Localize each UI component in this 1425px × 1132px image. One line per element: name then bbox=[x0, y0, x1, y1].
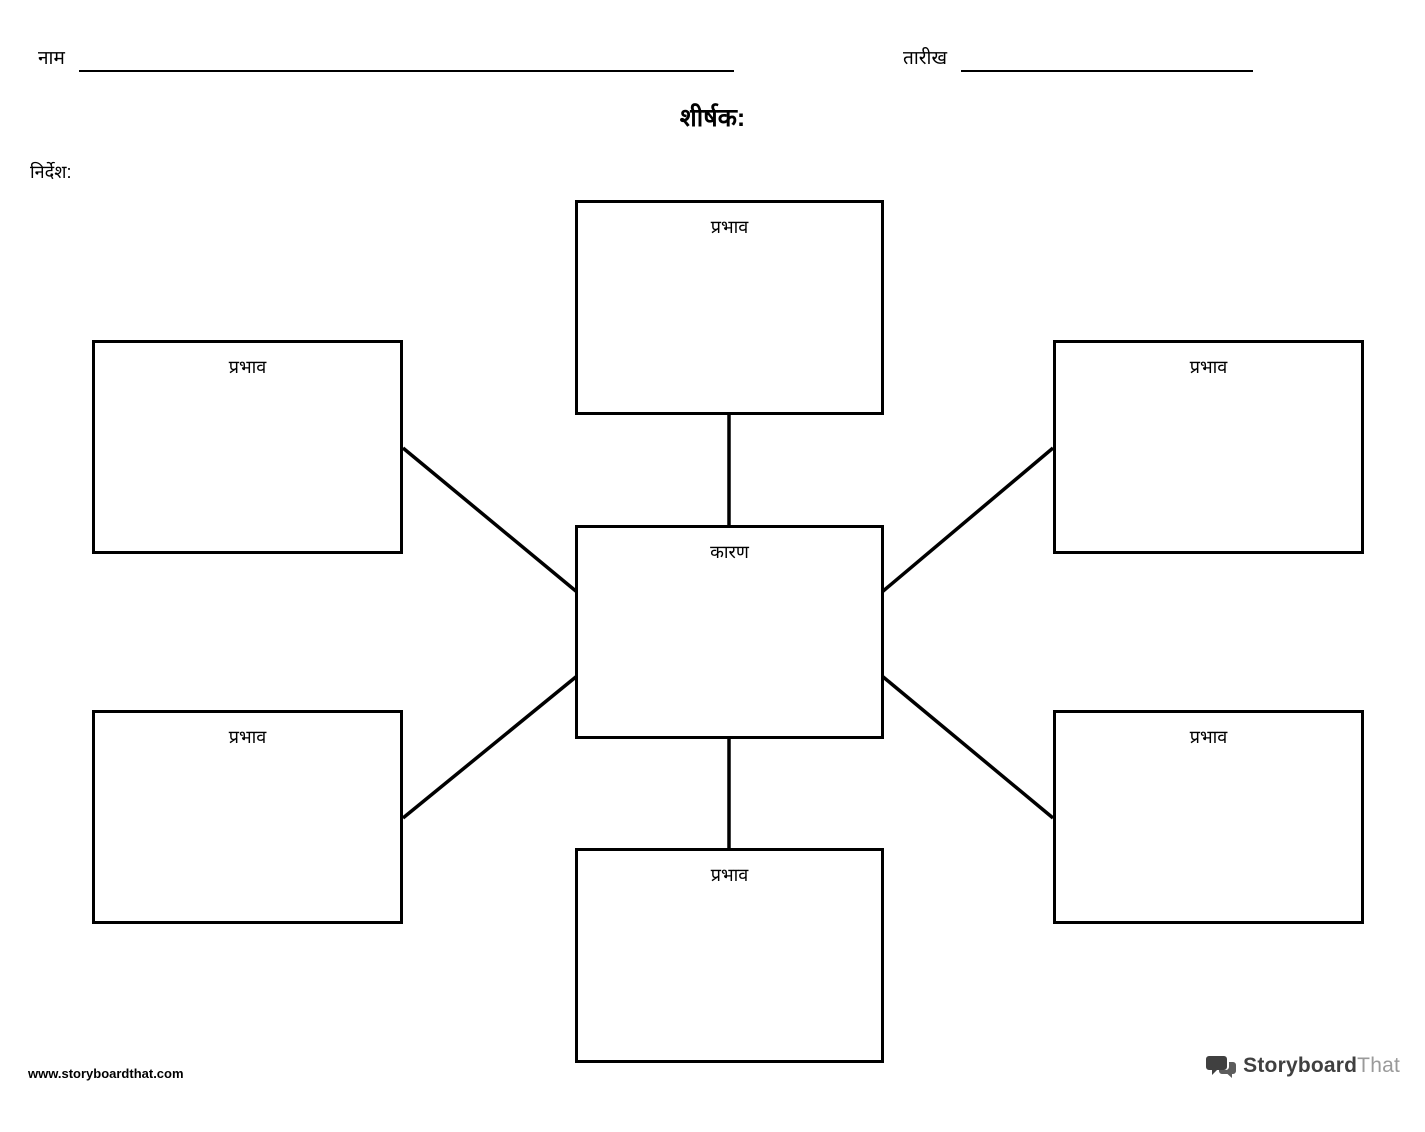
brand-text-that: That bbox=[1357, 1054, 1400, 1077]
date-label: तारीख bbox=[903, 48, 947, 69]
effect-box-left-upper: प्रभाव bbox=[92, 340, 403, 554]
website-url: www.storyboardthat.com bbox=[28, 1066, 184, 1081]
effect-label: प्रभाव bbox=[710, 865, 749, 885]
date-write-line bbox=[961, 48, 1253, 72]
effect-label: प्रभाव bbox=[228, 727, 267, 747]
name-field: नाम bbox=[38, 44, 734, 72]
effect-label: प्रभाव bbox=[1189, 357, 1228, 377]
effect-box-bottom-center: प्रभाव bbox=[575, 848, 884, 1063]
date-field: तारीख bbox=[903, 44, 1253, 72]
effect-box-top-center: प्रभाव bbox=[575, 200, 884, 415]
name-label: नाम bbox=[38, 48, 65, 69]
effect-box-right-upper: प्रभाव bbox=[1053, 340, 1364, 554]
effect-box-right-lower: प्रभाव bbox=[1053, 710, 1364, 924]
effect-box-left-lower: प्रभाव bbox=[92, 710, 403, 924]
instructions-label: निर्देश: bbox=[30, 162, 72, 182]
page-title: शीर्षक: bbox=[679, 104, 746, 132]
cause-box-center: कारण bbox=[575, 525, 884, 739]
speech-bubbles-icon bbox=[1206, 1056, 1237, 1078]
brand-text-storyboard: Storyboard bbox=[1243, 1054, 1358, 1077]
effect-label: प्रभाव bbox=[1189, 727, 1228, 747]
storyboardthat-logo: StoryboardThat bbox=[1205, 1050, 1400, 1082]
brand-text: StoryboardThat bbox=[1243, 1054, 1400, 1078]
name-write-line bbox=[78, 48, 734, 72]
cause-label: कारण bbox=[710, 542, 749, 562]
effect-label: प्रभाव bbox=[710, 217, 749, 237]
effect-label: प्रभाव bbox=[228, 357, 267, 377]
